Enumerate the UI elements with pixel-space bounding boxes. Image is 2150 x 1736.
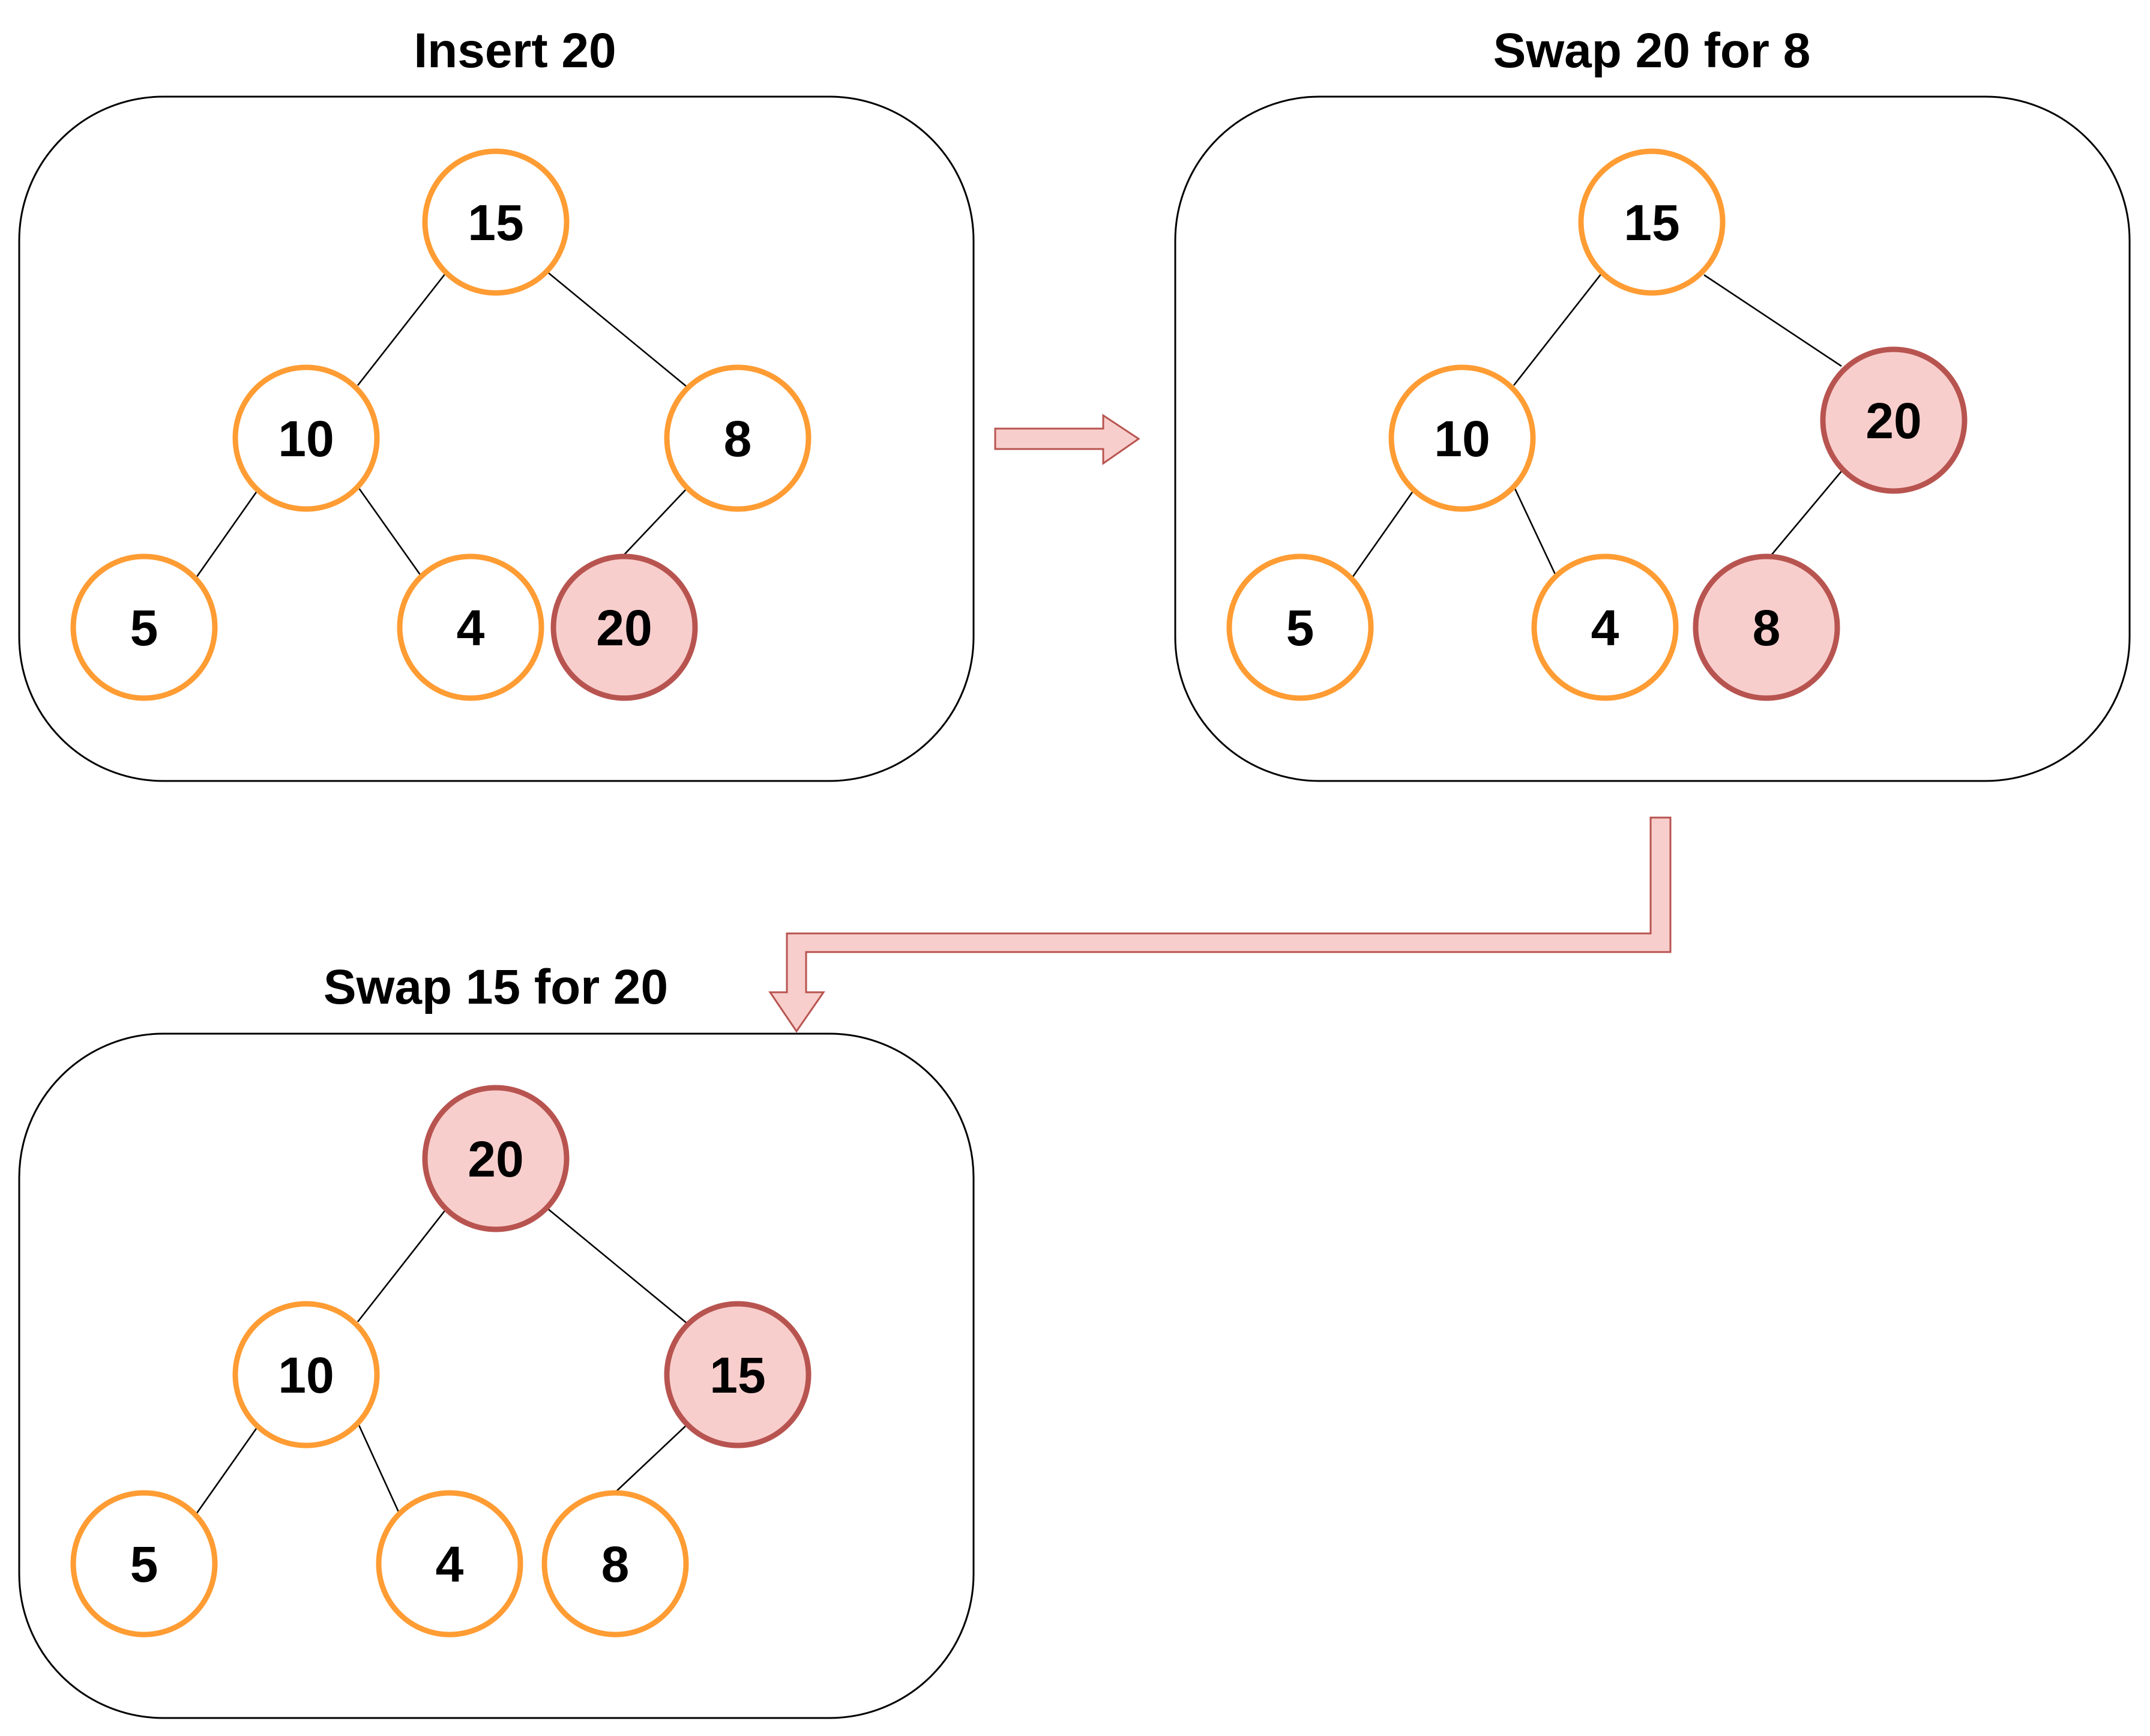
edge-left-leftright — [357, 1423, 401, 1515]
tree-edges — [195, 271, 691, 579]
panel-title: Swap 15 for 20 — [324, 960, 668, 1014]
tree-node-right: 15 — [664, 1301, 812, 1448]
node-circle — [70, 1490, 218, 1638]
tree-node-right: 8 — [664, 364, 812, 512]
tree-edges — [195, 1208, 691, 1515]
node-circle — [232, 1301, 380, 1448]
edge-left-leftleft — [1351, 490, 1415, 578]
node-circle — [422, 148, 570, 296]
node-circle — [397, 553, 544, 701]
node-value: 15 — [709, 1347, 765, 1403]
tree-node-right-left: 8 — [541, 1490, 689, 1638]
node-value: 8 — [724, 411, 752, 467]
node-value: 10 — [278, 411, 334, 467]
node-value: 5 — [130, 600, 158, 656]
node-circle — [376, 1490, 523, 1638]
panel-title: Insert 20 — [414, 23, 616, 78]
edge-right-rightleft — [622, 487, 688, 556]
panel-frame — [18, 95, 975, 782]
tree-node-left-left: 5 — [70, 553, 218, 701]
edge-root-right — [547, 271, 691, 391]
tree-node-left-right: 4 — [376, 1490, 523, 1638]
node-value: 4 — [1591, 600, 1619, 656]
tree-edges — [1351, 274, 1842, 579]
edge-root-right — [547, 1208, 691, 1327]
node-value: 10 — [1434, 411, 1490, 467]
node-value: 20 — [1865, 393, 1921, 449]
down-arrow-icon — [768, 816, 1672, 1033]
edge-right-rightleft — [1770, 471, 1842, 556]
node-circle — [422, 1085, 570, 1232]
panel-swap-15-for-20: Swap 15 for 20 20 10 15 — [18, 960, 975, 1719]
tree-node-right: 20 — [1820, 346, 1968, 494]
edge-root-right — [1703, 274, 1842, 367]
node-circle — [1578, 148, 1726, 296]
edge-left-leftright — [357, 487, 424, 579]
edge-right-rightleft — [615, 1424, 688, 1493]
node-circle — [1226, 553, 1374, 701]
tree-node-right-left: 20 — [550, 553, 698, 701]
node-circle — [1531, 553, 1679, 701]
tree-node-root: 20 — [422, 1085, 570, 1232]
node-value: 15 — [468, 194, 523, 251]
tree-node-left-right: 4 — [1531, 553, 1679, 701]
node-value: 4 — [436, 1536, 464, 1593]
node-value: 10 — [278, 1347, 334, 1403]
node-value: 20 — [596, 600, 652, 656]
node-value: 20 — [468, 1131, 523, 1187]
edge-left-leftleft — [195, 490, 259, 578]
edge-root-left — [1513, 274, 1602, 386]
panel-frame — [18, 1032, 975, 1719]
tree-node-left: 10 — [1388, 364, 1536, 512]
node-value: 4 — [457, 600, 485, 656]
node-circle — [1388, 364, 1536, 512]
node-value: 5 — [130, 1536, 158, 1593]
node-circle — [541, 1490, 689, 1638]
node-circle — [664, 364, 812, 512]
node-value: 8 — [1753, 600, 1781, 656]
node-circle — [70, 553, 218, 701]
node-circle — [232, 364, 380, 512]
tree-node-left-left: 5 — [70, 1490, 218, 1638]
edge-root-left — [357, 274, 446, 386]
right-arrow-icon — [994, 414, 1140, 465]
tree-node-left: 10 — [232, 1301, 380, 1448]
node-circle — [550, 553, 698, 701]
tree-node-left-right: 4 — [397, 553, 544, 701]
node-value: 8 — [601, 1536, 630, 1593]
node-circle — [1693, 553, 1840, 701]
edge-root-left — [357, 1210, 446, 1322]
edge-left-leftleft — [195, 1426, 259, 1514]
tree-node-root: 15 — [422, 148, 570, 296]
panel-title: Swap 20 for 8 — [1493, 23, 1811, 78]
tree-node-right-left: 8 — [1693, 553, 1840, 701]
node-value: 15 — [1624, 194, 1679, 251]
tree-node-left: 10 — [232, 364, 380, 512]
panel-frame — [1174, 95, 2131, 782]
tree-node-root: 15 — [1578, 148, 1726, 296]
panel-swap-20-for-8: Swap 20 for 8 15 10 20 — [1174, 23, 2131, 782]
node-value: 5 — [1286, 600, 1314, 656]
edge-left-leftright — [1513, 487, 1558, 579]
panel-insert: Insert 20 15 10 8 — [18, 23, 975, 782]
node-circle — [1820, 346, 1968, 494]
node-circle — [664, 1301, 812, 1448]
tree-node-left-left: 5 — [1226, 553, 1374, 701]
